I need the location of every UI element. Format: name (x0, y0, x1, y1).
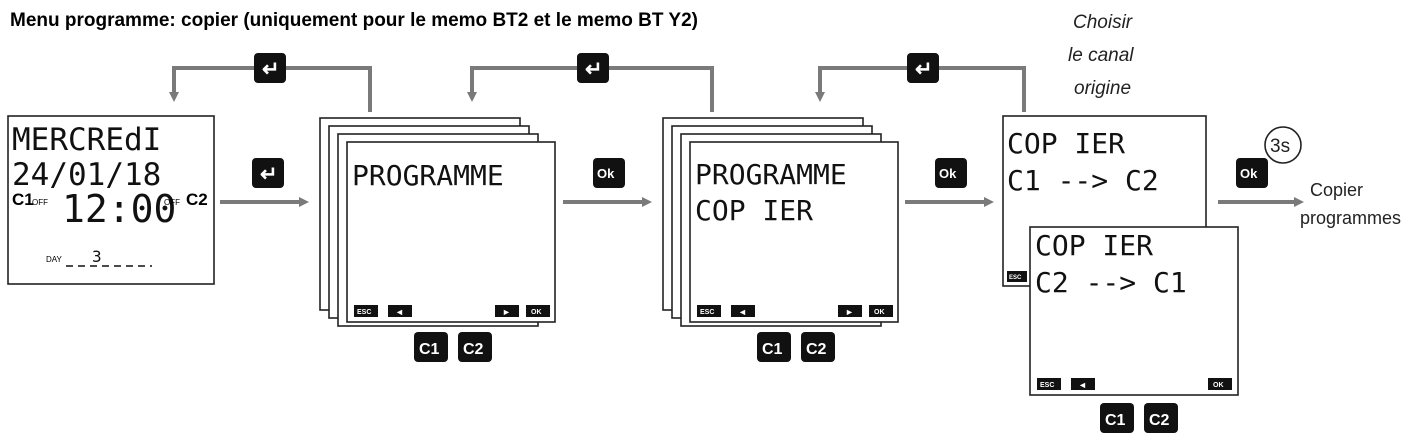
copier-screen-line-1: PROGRAMME (695, 158, 847, 191)
svg-text:C2: C2 (1149, 412, 1170, 429)
display-time: 12:00 (62, 187, 176, 231)
left-softkey[interactable] (388, 305, 412, 317)
choose-caption-line-1: Choisir (1073, 12, 1133, 33)
c2-button[interactable]: C2 (1144, 403, 1178, 433)
svg-text:►: ► (502, 307, 511, 317)
svg-text:OK: OK (874, 309, 885, 316)
copy-c2-to-c1-screen: COP IER C2 --> C1 ESC ◄ OK (1029, 226, 1239, 396)
esc-softkey[interactable] (354, 305, 378, 317)
display-day-name: MERCREdI (12, 122, 161, 158)
c2-button[interactable]: C2 (801, 332, 835, 362)
display-day-value: 3 (92, 247, 102, 266)
display-channel-2: C2 (186, 190, 208, 209)
display-date: 24/01/18 (12, 157, 161, 193)
enter-icon: ↵ (915, 58, 933, 81)
esc-softkey[interactable] (1037, 378, 1061, 390)
svg-text:ESC: ESC (1009, 275, 1022, 281)
result-label-line-2: programmes (1300, 208, 1401, 228)
svg-text:◄: ◄ (395, 307, 404, 317)
svg-text:Ok: Ok (939, 166, 957, 181)
ok-softkey[interactable] (526, 305, 550, 317)
svg-text:Ok: Ok (1240, 166, 1258, 181)
programme-screen-stack: PROGRAMME ESC ◄ ► OK (319, 117, 556, 327)
enter-icon: ↵ (585, 58, 603, 81)
esc-softkey[interactable] (1007, 271, 1027, 282)
svg-text:ESC: ESC (1040, 382, 1054, 389)
enter-button[interactable]: ↵ (254, 53, 286, 83)
copy-c1-line-2: C1 --> C2 (1007, 164, 1159, 197)
left-softkey[interactable] (1071, 378, 1095, 390)
ok-softkey[interactable] (1208, 378, 1232, 390)
svg-text:◄: ◄ (1078, 380, 1087, 390)
copy-c2-line-1: COP IER (1035, 229, 1153, 262)
ok-button[interactable]: Ok (1236, 158, 1268, 188)
display-channel-1-state: OFF (32, 198, 48, 207)
display-day-label: DAY (46, 255, 63, 264)
svg-text:►: ► (845, 307, 854, 317)
svg-text:C2: C2 (806, 341, 827, 358)
right-softkey[interactable] (838, 305, 862, 317)
c1-button[interactable]: C1 (414, 332, 448, 362)
svg-text:Ok: Ok (597, 166, 615, 181)
ok-softkey[interactable] (869, 305, 893, 317)
svg-text:OK: OK (531, 309, 542, 316)
svg-text:C2: C2 (463, 341, 484, 358)
svg-text:C1: C1 (419, 341, 440, 358)
copy-c1-line-1: COP IER (1007, 127, 1125, 160)
svg-text:OK: OK (1213, 382, 1224, 389)
enter-button[interactable]: ↵ (252, 158, 284, 188)
hold-indicator: 3s (1264, 126, 1302, 164)
enter-button[interactable]: ↵ (577, 53, 609, 83)
svg-text:ESC: ESC (357, 309, 371, 316)
svg-text:ESC: ESC (700, 309, 714, 316)
svg-text:C1: C1 (1105, 412, 1126, 429)
enter-icon: ↵ (262, 58, 280, 81)
hold-duration: 3s (1270, 136, 1290, 157)
programme-copier-screen-stack: PROGRAMME COP IER ESC ◄ ► OK (662, 117, 899, 327)
result-label-line-1: Copier (1310, 180, 1363, 200)
esc-softkey[interactable] (697, 305, 721, 317)
main-display-screen: MERCREdI 24/01/18 C1 OFF 12:00 OFF C2 DA… (7, 115, 215, 285)
choose-caption-line-3: origine (1074, 78, 1131, 99)
choose-caption-line-2: le canal (1068, 45, 1134, 66)
right-softkey[interactable] (495, 305, 519, 317)
enter-icon: ↵ (260, 163, 278, 186)
programme-screen-line-1: PROGRAMME (352, 159, 504, 192)
c2-button[interactable]: C2 (458, 332, 492, 362)
c1-button[interactable]: C1 (1100, 403, 1134, 433)
svg-text:C1: C1 (762, 341, 783, 358)
enter-button[interactable]: ↵ (907, 53, 939, 83)
copy-c2-line-2: C2 --> C1 (1035, 266, 1187, 299)
svg-text:◄: ◄ (738, 307, 747, 317)
ok-button[interactable]: Ok (935, 158, 967, 188)
copier-screen-line-2: COP IER (695, 194, 813, 227)
display-channel-2-state: OFF (164, 198, 180, 207)
left-softkey[interactable] (731, 305, 755, 317)
ok-button[interactable]: Ok (593, 158, 625, 188)
diagram-title: Menu programme: copier (uniquement pour … (10, 10, 698, 31)
display-channel-1: C1 (12, 190, 34, 209)
c1-button[interactable]: C1 (757, 332, 791, 362)
